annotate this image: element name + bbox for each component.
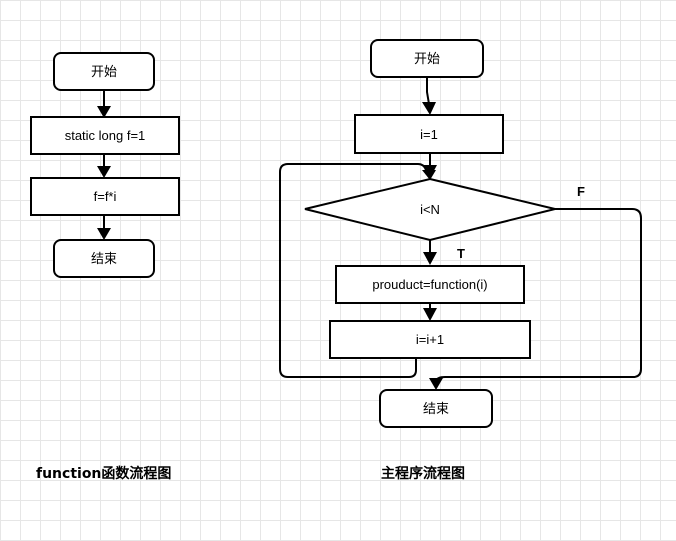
main-end-label: 结束	[423, 402, 449, 417]
main-flowchart-caption: 主程序流程图	[381, 465, 465, 482]
fn-edge-static-multiply	[97, 154, 111, 178]
main-edge-false	[429, 208, 642, 390]
main-flowchart: 开始 i=1 i<N F	[279, 39, 642, 482]
main-edge-true	[423, 240, 437, 265]
main-true-label: T	[457, 246, 465, 261]
fn-flowchart-caption: function函数流程图	[36, 465, 171, 482]
main-edge-product-increment	[423, 303, 437, 321]
main-false-label: F	[577, 184, 585, 199]
fn-start-node[interactable]: 开始	[53, 52, 155, 91]
fn-multiply-label: f=f*i	[94, 189, 117, 204]
main-init-node[interactable]: i=1	[354, 114, 504, 154]
main-init-label: i=1	[420, 127, 438, 142]
fn-multiply-node[interactable]: f=f*i	[30, 177, 180, 216]
main-end-node[interactable]: 结束	[379, 389, 493, 428]
main-product-label: prouduct=function(i)	[372, 277, 487, 292]
main-condition-label: i<N	[420, 202, 440, 217]
main-edge-start-init	[422, 77, 436, 115]
main-product-node[interactable]: prouduct=function(i)	[335, 265, 525, 304]
main-increment-node[interactable]: i=i+1	[329, 320, 531, 359]
fn-edge-start-static	[97, 90, 111, 118]
fn-static-decl-label: static long f=1	[65, 128, 146, 143]
main-increment-label: i=i+1	[416, 332, 444, 347]
fn-edge-multiply-end	[97, 215, 111, 240]
fn-end-node[interactable]: 结束	[53, 239, 155, 278]
fn-static-decl-node[interactable]: static long f=1	[30, 116, 180, 155]
main-start-node[interactable]: 开始	[370, 39, 484, 78]
main-start-label: 开始	[414, 52, 440, 67]
main-condition-node[interactable]: i<N	[304, 177, 556, 242]
main-edge-loop-back	[279, 163, 436, 378]
fn-start-label: 开始	[91, 65, 117, 80]
function-flowchart: 开始 static long f=1 f=f*i	[30, 52, 180, 482]
fn-end-label: 结束	[91, 252, 117, 267]
